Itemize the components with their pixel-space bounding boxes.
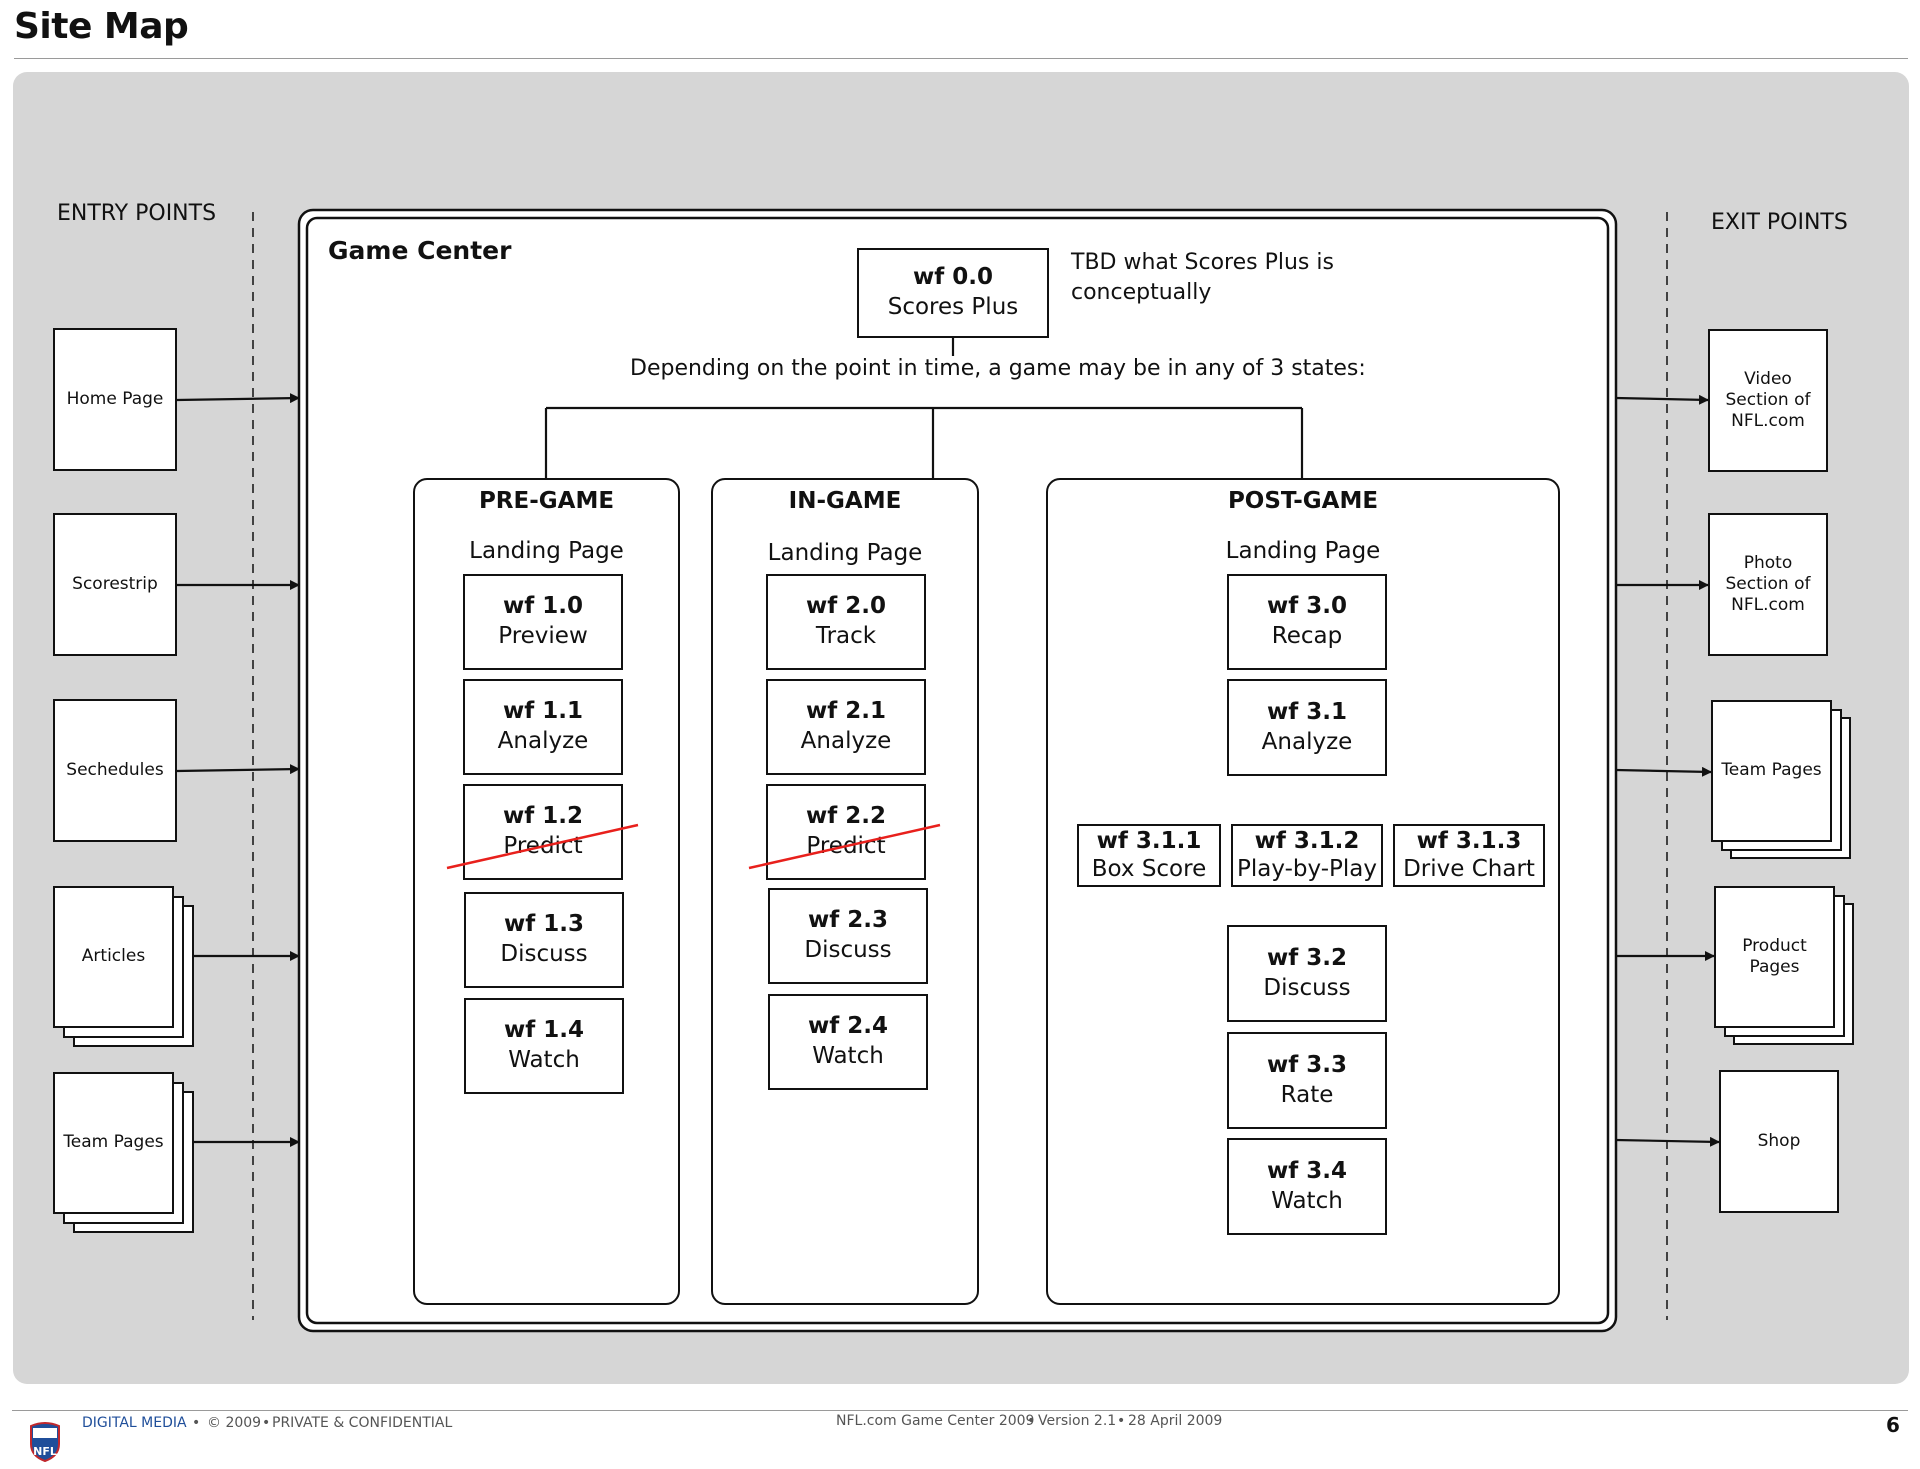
wf-2-3-box[interactable]: wf 2.3 Discuss [768,888,928,984]
wf-2-1-box[interactable]: wf 2.1 Analyze [766,679,926,775]
exit-product-pages[interactable]: Product Pages [1714,886,1835,1028]
footer-sep-1: • [192,1415,201,1431]
wf-1-3-box[interactable]: wf 1.3 Discuss [464,892,624,988]
footer-divider [12,1410,1908,1411]
footer-sep-2: • [262,1415,271,1431]
exit-arrow-video [1615,394,1709,405]
ingame-landing-label: Landing Page [767,540,923,566]
entry-scorestrip[interactable]: Scorestrip [53,513,177,656]
wf-3-4-box[interactable]: wf 3.4 Watch [1227,1138,1387,1235]
footer-sep-4: • [1117,1413,1126,1429]
exit-photo-section[interactable]: Photo Section of NFL.com [1708,513,1828,656]
footer-copyright: © 2009 [207,1415,262,1431]
nfl-shield-icon: NFL [30,1422,60,1462]
entry-team-pages[interactable]: Team Pages [53,1072,174,1214]
game-center-title: Game Center [328,236,512,265]
entry-arrow-home [176,393,300,404]
wf-0-0-box[interactable]: wf 0.0 Scores Plus [857,248,1049,338]
exit-team-pages[interactable]: Team Pages [1711,700,1832,842]
wf-1-4-box[interactable]: wf 1.4 Watch [464,998,624,1094]
wf-3-2-box[interactable]: wf 3.2 Discuss [1227,925,1387,1022]
ingame-title: IN-GAME [788,488,902,514]
wf-3-3-box[interactable]: wf 3.3 Rate [1227,1032,1387,1129]
states-caption: Depending on the point in time, a game m… [628,356,1368,381]
svg-text:NFL: NFL [33,1445,57,1458]
scores-plus-note: TBD what Scores Plus is conceptually [1071,250,1334,305]
footer-brand: DIGITAL MEDIA [82,1415,187,1431]
wf-1-0-box[interactable]: wf 1.0 Preview [463,574,623,670]
exit-video-section[interactable]: Video Section of NFL.com [1708,329,1828,472]
exit-points-label: EXIT POINTS [1711,210,1848,235]
postgame-title: POST-GAME [1227,488,1379,514]
title-divider [14,58,1908,59]
wf-3-0-box[interactable]: wf 3.0 Recap [1227,574,1387,670]
wf-3-1-2-box[interactable]: wf 3.1.2 Play-by-Play [1231,824,1383,887]
entry-schedules[interactable]: Sechedules [53,699,177,842]
pregame-title: PRE-GAME [478,488,615,514]
entry-points-label: ENTRY POINTS [57,201,217,226]
wf-3-1-1-box[interactable]: wf 3.1.1 Box Score [1077,824,1221,887]
exit-shop[interactable]: Shop [1719,1070,1839,1213]
entry-home-page[interactable]: Home Page [53,328,177,471]
strike-line-ingame-predict [748,823,941,870]
footer-date: 28 April 2009 [1128,1413,1223,1429]
wf-1-1-box[interactable]: wf 1.1 Analyze [463,679,623,775]
exit-arrow-shop [1615,1136,1720,1147]
wf-2-4-box[interactable]: wf 2.4 Watch [768,994,928,1090]
footer-sep-3: • [1027,1413,1036,1429]
footer-doc-title: NFL.com Game Center 2009 [836,1413,1035,1429]
footer-confidential: PRIVATE & CONFIDENTIAL [272,1415,453,1431]
entry-arrow-schedules [176,764,300,775]
wf-2-0-box[interactable]: wf 2.0 Track [766,574,926,670]
pregame-landing-label: Landing Page [469,538,624,564]
exit-arrow-team-pages [1615,766,1712,777]
wf-1-2-box[interactable]: wf 1.2 Predict [463,784,623,880]
strike-line-pregame-predict [446,823,639,870]
page-number: 6 [1886,1413,1900,1437]
entry-articles[interactable]: Articles [53,886,174,1028]
wf-2-2-box[interactable]: wf 2.2 Predict [766,784,926,880]
wf-3-1-box[interactable]: wf 3.1 Analyze [1227,679,1387,776]
page-title: Site Map [14,6,189,47]
game-center-inner-frame [305,216,1610,1325]
postgame-landing-label: Landing Page [1225,538,1381,564]
wf-3-1-3-box[interactable]: wf 3.1.3 Drive Chart [1393,824,1545,887]
footer-version: Version 2.1 [1038,1413,1117,1429]
